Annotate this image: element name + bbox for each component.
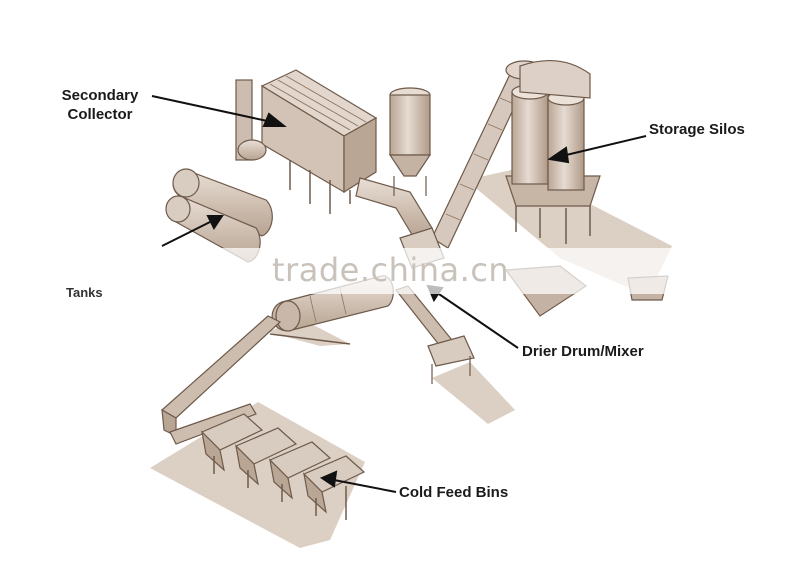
label-storage-silos: Storage Silos bbox=[649, 121, 745, 138]
label-secondary-collector-line1: Secondary bbox=[61, 87, 139, 104]
storage-silos-pointer bbox=[561, 135, 647, 157]
secondary-collector-arrowhead bbox=[262, 112, 287, 127]
watermark-text: trade.china.cn bbox=[272, 251, 510, 289]
feed-conveyor bbox=[160, 315, 282, 445]
storage-silos-arrowhead bbox=[547, 146, 570, 164]
label-cold-feed-bins: Cold Feed Bins bbox=[399, 484, 509, 501]
label-tanks: Tanks bbox=[66, 285, 103, 300]
watermark-band bbox=[0, 248, 800, 294]
drier-drum-pointer bbox=[435, 291, 519, 349]
load-out-chute bbox=[395, 285, 475, 384]
secondary-collector bbox=[235, 69, 378, 214]
tanks-pointer bbox=[161, 221, 211, 247]
label-secondary-collector-line2: Collector bbox=[67, 106, 133, 123]
cold-feed-bins-pointer bbox=[333, 479, 397, 493]
secondary-collector-pointer bbox=[151, 95, 273, 123]
label-secondary-collector: Secondary Collector bbox=[54, 86, 146, 124]
small-silo bbox=[388, 87, 432, 196]
tanks-arrowhead bbox=[206, 215, 224, 230]
cold-feed-bins-arrowhead bbox=[319, 470, 338, 488]
label-drier-drum-mixer: Drier Drum/Mixer bbox=[522, 343, 644, 360]
